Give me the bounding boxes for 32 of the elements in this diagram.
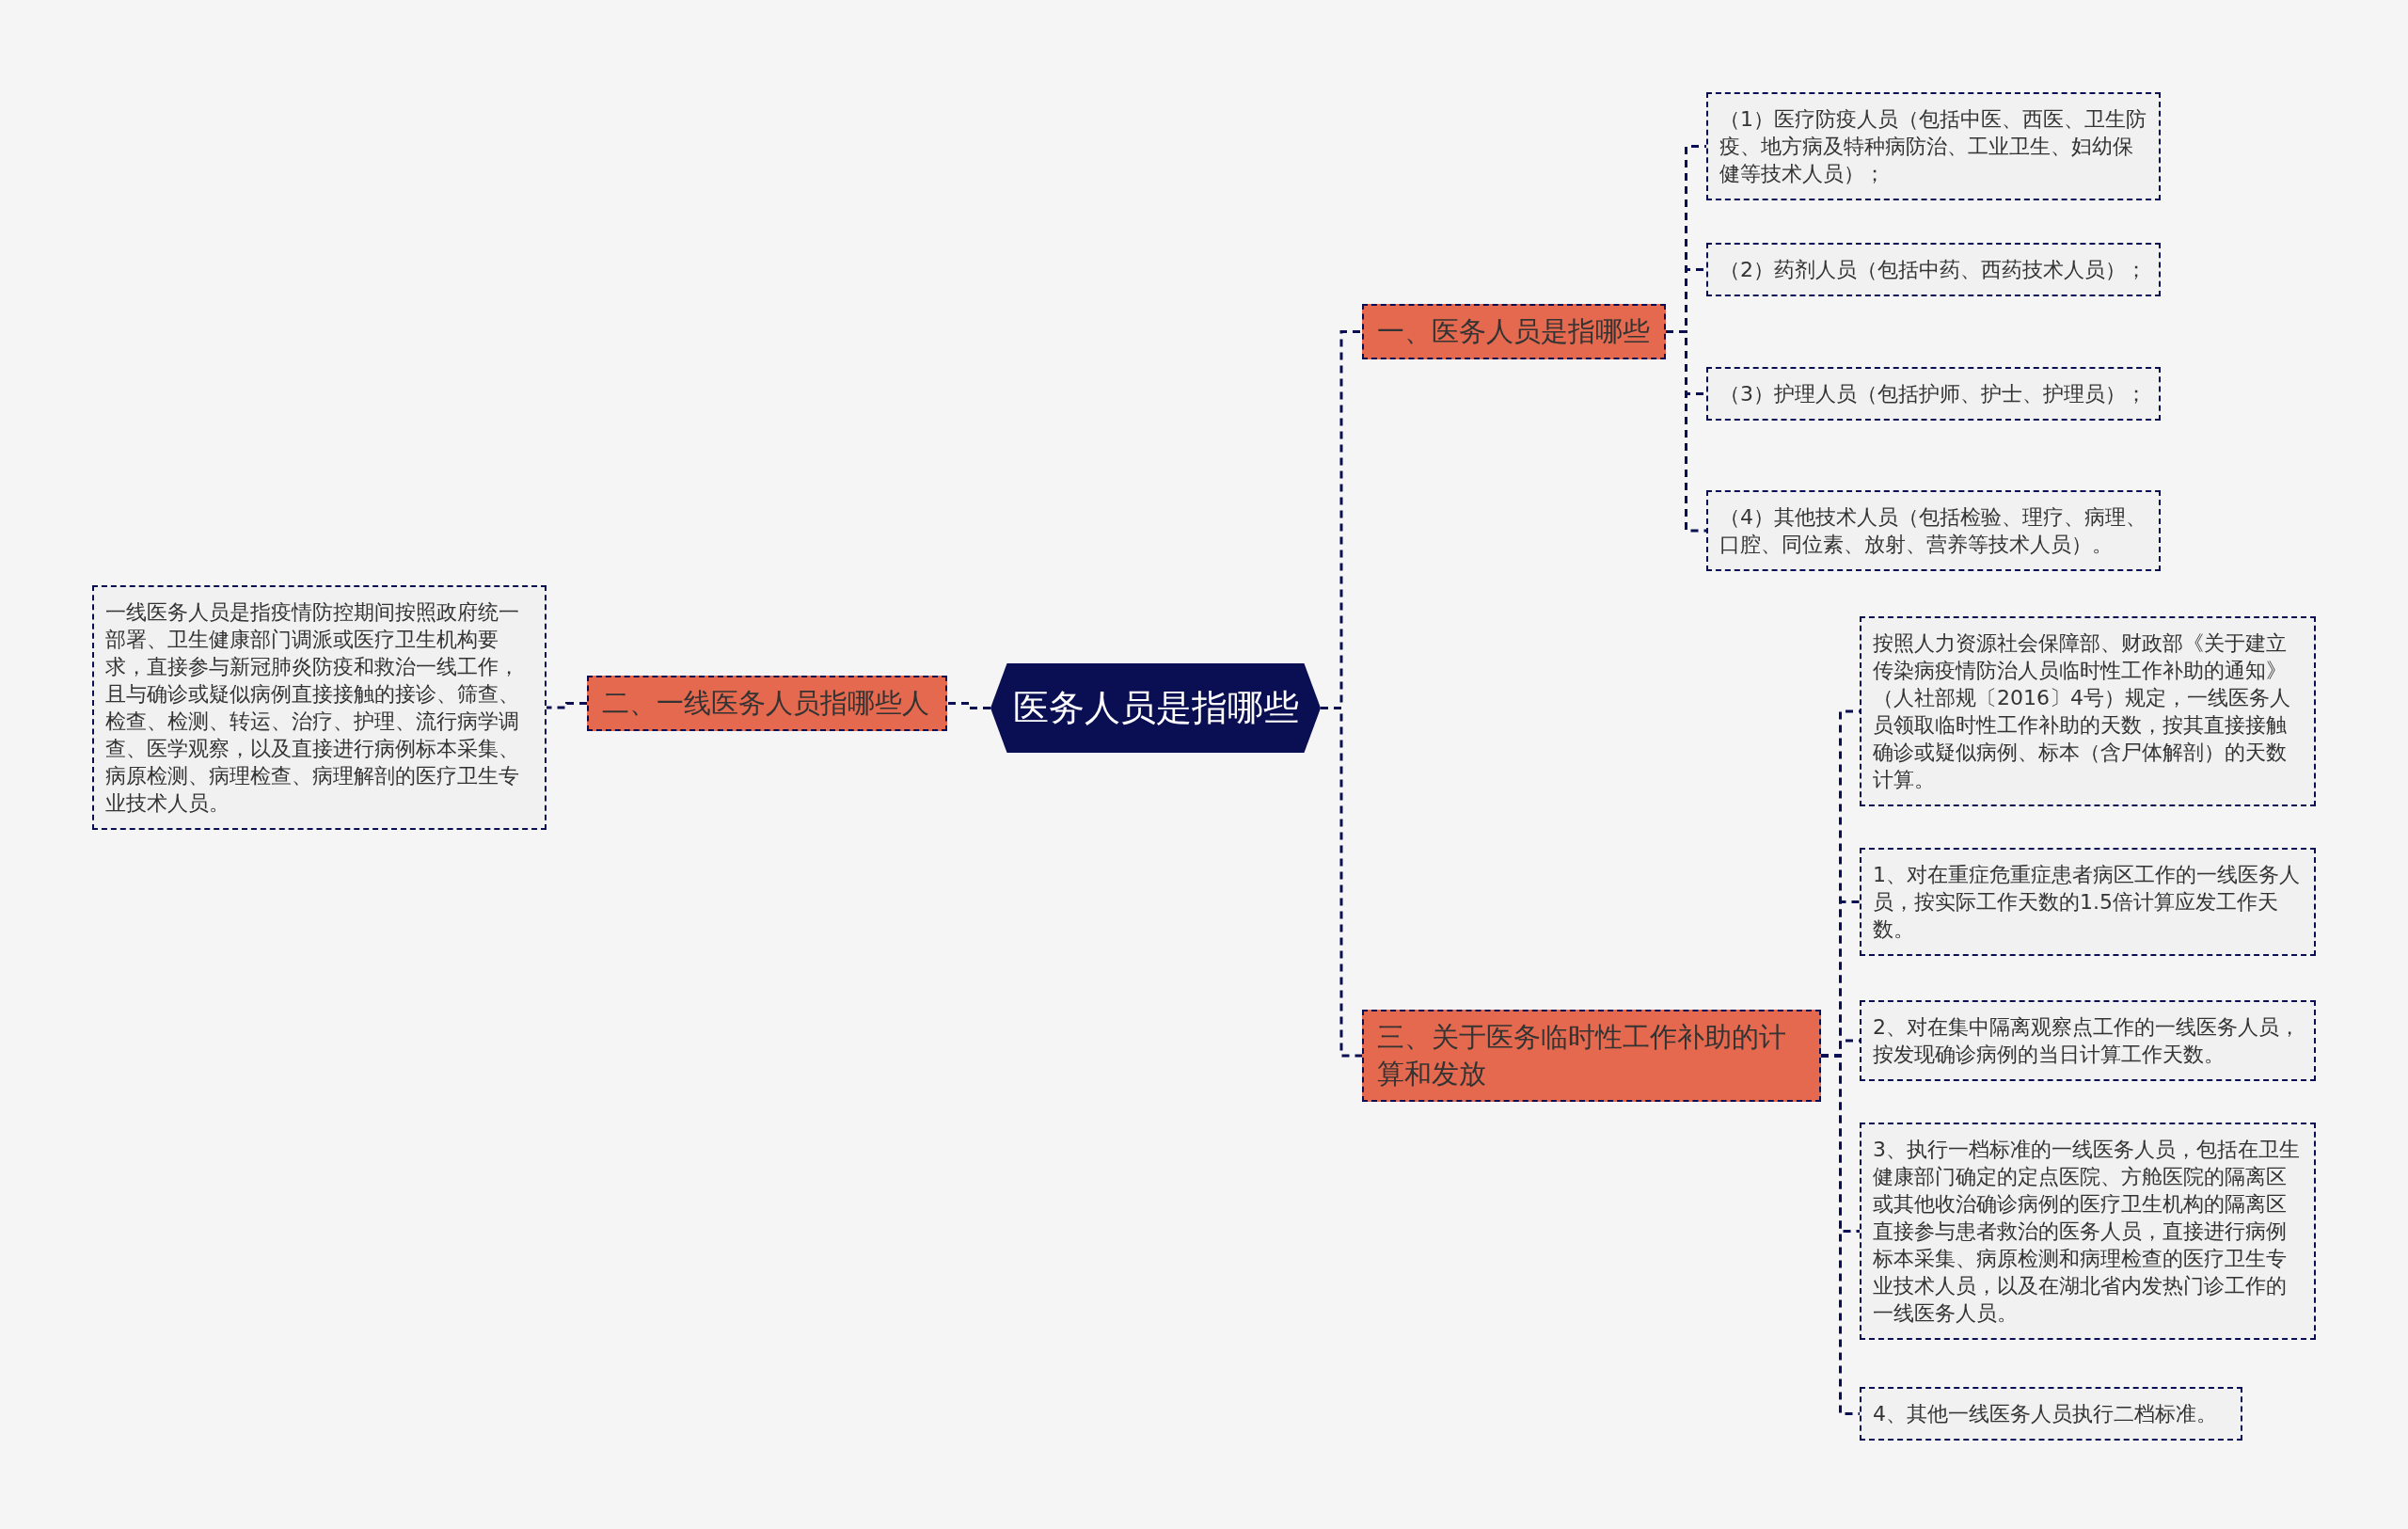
- note-box: [1860, 1387, 2242, 1441]
- topic-box: [1362, 304, 1666, 359]
- topic-text: 一、医务人员是指哪些: [1377, 315, 1650, 347]
- topic-box: [587, 676, 947, 731]
- note-box: [1860, 1000, 2316, 1081]
- note-box: [1706, 490, 2161, 571]
- note-text: （4）其他技术人员（包括检验、理疗、病理、口腔、同位素、放射、营养等技术人员）。: [1719, 505, 2147, 556]
- note-box: [92, 585, 547, 830]
- connector-line: [1821, 1054, 1860, 1415]
- note-text: 按照人力资源社会保障部、财政部《关于建立传染病疫情防治人员临时性工作补助的通知》（人社部规〔2016〕4号）规定，一线医务人员领取临时性工作补助的天数，按其直接接触确诊或疑似病例、标本（含尸体解剖）的天数计算。: [1873, 631, 2290, 791]
- note-box: [1706, 92, 2161, 200]
- note-box: [1860, 616, 2316, 806]
- note-text: （1）医疗防疫人员（包括中医、西医、卫生防疫、地方病及特种病防治、工业卫生、妇幼保健等技术人员）；: [1719, 107, 2147, 185]
- topic-box: [1362, 1010, 1821, 1102]
- note-box: [1860, 1123, 2316, 1340]
- topic-text: 二、一线医务人员指哪些人: [602, 687, 929, 719]
- note-text: 3、执行一档标准的一线医务人员，包括在卫生健康部门确定的定点医院、方舱医院的隔离区或其他收治确诊病例的医疗卫生机构的隔离区直接参与患者救治的医务人员，直接进行病例标本采集、病原检测和病理检查的医疗卫生专业技术人员，以及在湖北省内发热门诊工作的一线医务人员。: [1873, 1138, 2300, 1325]
- note-text: 4、其他一线医务人员执行二档标准。: [1873, 1402, 2217, 1425]
- connector-line: [947, 702, 990, 709]
- connector-line: [547, 702, 587, 709]
- note-text: （3）护理人员（包括护师、护士、护理员）；: [1719, 382, 2147, 406]
- note-text: 一线医务人员是指疫情防控期间按照政府统一部署、卫生健康部门调派或医疗卫生机构要求，直接参与新冠肺炎防疫和救治一线工作，且与确诊或疑似病例直接接触的接诊、筛查、检查、检测、转运、治疗、护理、流行病学调查、医学观察，以及直接进行病例标本采集、病原检测、病理检查、病理解剖的医疗卫生专业技术人员。: [105, 600, 519, 815]
- note-box: [1860, 848, 2316, 956]
- note-box: [1706, 243, 2161, 296]
- central-topic-text: 医务人员是指哪些: [1012, 686, 1299, 730]
- topic-text: 三、关于医务临时性工作补助的计算和发放: [1377, 1021, 1786, 1090]
- note-text: 1、对在重症危重症患者病区工作的一线医务人员，按实际工作天数的1.5倍计算应发工作天数。: [1873, 863, 2300, 941]
- note-text: （2）药剂人员（包括中药、西药技术人员）；: [1719, 258, 2147, 281]
- connector-line: [1666, 330, 1706, 533]
- connector-line: [1321, 707, 1362, 1058]
- note-text: 2、对在集中隔离观察点工作的一线医务人员，按发现确诊病例的当日计算工作天数。: [1873, 1015, 2300, 1066]
- note-box: [1706, 367, 2161, 421]
